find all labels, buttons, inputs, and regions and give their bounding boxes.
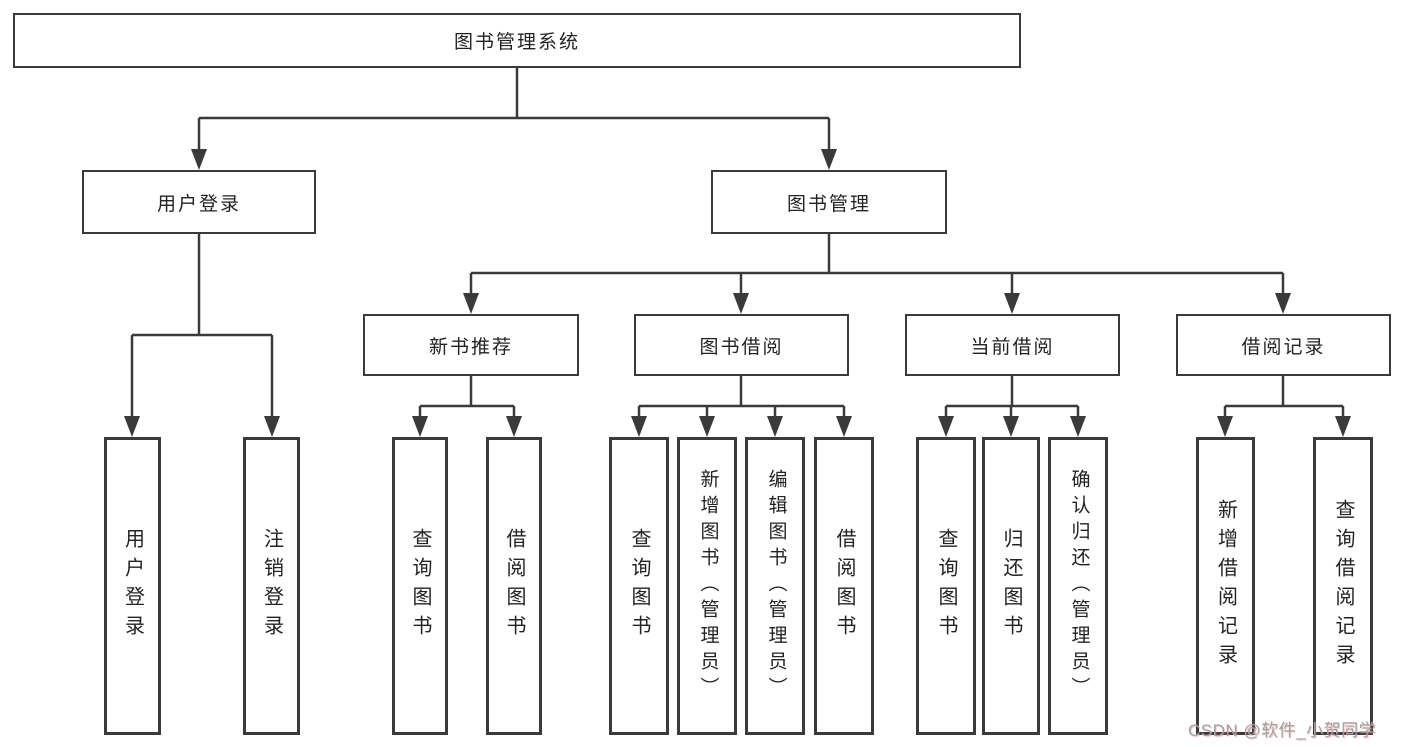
connector-user-login — [130, 234, 274, 418]
arrowhead — [124, 416, 140, 437]
leaf-add-borrow-record: 新增借阅记录 — [1196, 437, 1255, 735]
leaf-user-login-label: 用户登录 — [121, 528, 144, 644]
arrowhead — [412, 416, 428, 437]
arrowheads — [124, 149, 1351, 437]
arrowhead — [463, 293, 479, 314]
leaf-return-book: 归还图书 — [982, 437, 1040, 735]
arrowhead — [631, 416, 647, 437]
arrowhead — [767, 416, 783, 437]
connector-current-borrow — [944, 376, 1080, 418]
node-book-management-label: 图书管理 — [786, 193, 871, 215]
leaf-query-book-2: 查询图书 — [609, 437, 669, 735]
leaf-borrow-book-2: 借阅图书 — [814, 437, 874, 735]
leaf-add-borrow-record-label: 新增借阅记录 — [1214, 499, 1237, 673]
leaf-logout: 注销登录 — [243, 437, 300, 735]
leaf-borrow-book-2-label: 借阅图书 — [833, 528, 855, 644]
arrowhead — [699, 416, 715, 437]
node-book-management: 图书管理 — [711, 170, 947, 234]
arrowhead — [733, 293, 749, 314]
leaf-query-book-3-label: 查询图书 — [935, 528, 957, 644]
leaf-query-book-1: 查询图书 — [392, 437, 448, 735]
arrowhead — [1004, 293, 1020, 314]
leaf-confirm-return-admin-label: 确认归还（管理员） — [1068, 469, 1090, 703]
connector-book-mgmt — [469, 234, 1285, 295]
leaf-user-login: 用户登录 — [104, 437, 161, 735]
leaf-borrow-book-1-label: 借阅图书 — [503, 528, 525, 644]
leaf-borrow-book-1: 借阅图书 — [486, 437, 542, 735]
node-borrowing-records: 借阅记录 — [1176, 314, 1391, 376]
leaf-confirm-return-admin: 确认归还（管理员） — [1048, 437, 1108, 735]
node-user-login-label: 用户登录 — [156, 193, 241, 215]
node-root-label: 图书管理系统 — [453, 32, 580, 53]
node-current-borrowing-label: 当前借阅 — [970, 336, 1055, 358]
node-book-borrowing: 图书借阅 — [634, 314, 849, 376]
arrowhead — [938, 416, 954, 437]
arrowhead — [1335, 416, 1351, 437]
arrowhead — [821, 149, 837, 170]
arrowhead — [1003, 416, 1019, 437]
arrowhead — [836, 416, 852, 437]
node-user-login: 用户登录 — [82, 170, 316, 234]
arrowhead — [1217, 416, 1233, 437]
connector-root — [197, 68, 831, 151]
node-new-book-recommend-label: 新书推荐 — [428, 336, 513, 358]
arrowhead — [1275, 293, 1291, 314]
connector-book-borrow — [637, 376, 846, 418]
node-current-borrowing: 当前借阅 — [905, 314, 1120, 376]
node-borrowing-records-label: 借阅记录 — [1241, 336, 1326, 358]
leaf-return-book-label: 归还图书 — [1000, 528, 1022, 644]
leaf-query-book-3: 查询图书 — [916, 437, 976, 735]
arrowhead — [191, 149, 207, 170]
leaf-add-book-admin: 新增图书（管理员） — [677, 437, 737, 735]
leaf-query-borrow-record: 查询借阅记录 — [1313, 437, 1373, 735]
node-book-borrowing-label: 图书借阅 — [699, 336, 784, 358]
arrowhead — [506, 416, 522, 437]
leaf-query-book-2-label: 查询图书 — [628, 528, 650, 644]
leaf-query-book-1-label: 查询图书 — [409, 528, 431, 644]
arrowhead — [264, 416, 280, 437]
node-root: 图书管理系统 — [13, 13, 1021, 68]
arrowhead — [1070, 416, 1086, 437]
leaf-add-book-admin-label: 新增图书（管理员） — [697, 469, 719, 703]
connector-borrow-record — [1223, 376, 1345, 418]
leaf-query-borrow-record-label: 查询借阅记录 — [1332, 499, 1354, 673]
connector-new-book-rec — [418, 376, 516, 418]
leaf-edit-book-admin-label: 编辑图书（管理员） — [765, 469, 787, 703]
node-new-book-recommend: 新书推荐 — [363, 314, 579, 376]
csdn-watermark: CSDN @软件_小贺同学 — [1188, 721, 1377, 740]
leaf-edit-book-admin: 编辑图书（管理员） — [745, 437, 805, 735]
leaf-logout-label: 注销登录 — [260, 528, 283, 644]
